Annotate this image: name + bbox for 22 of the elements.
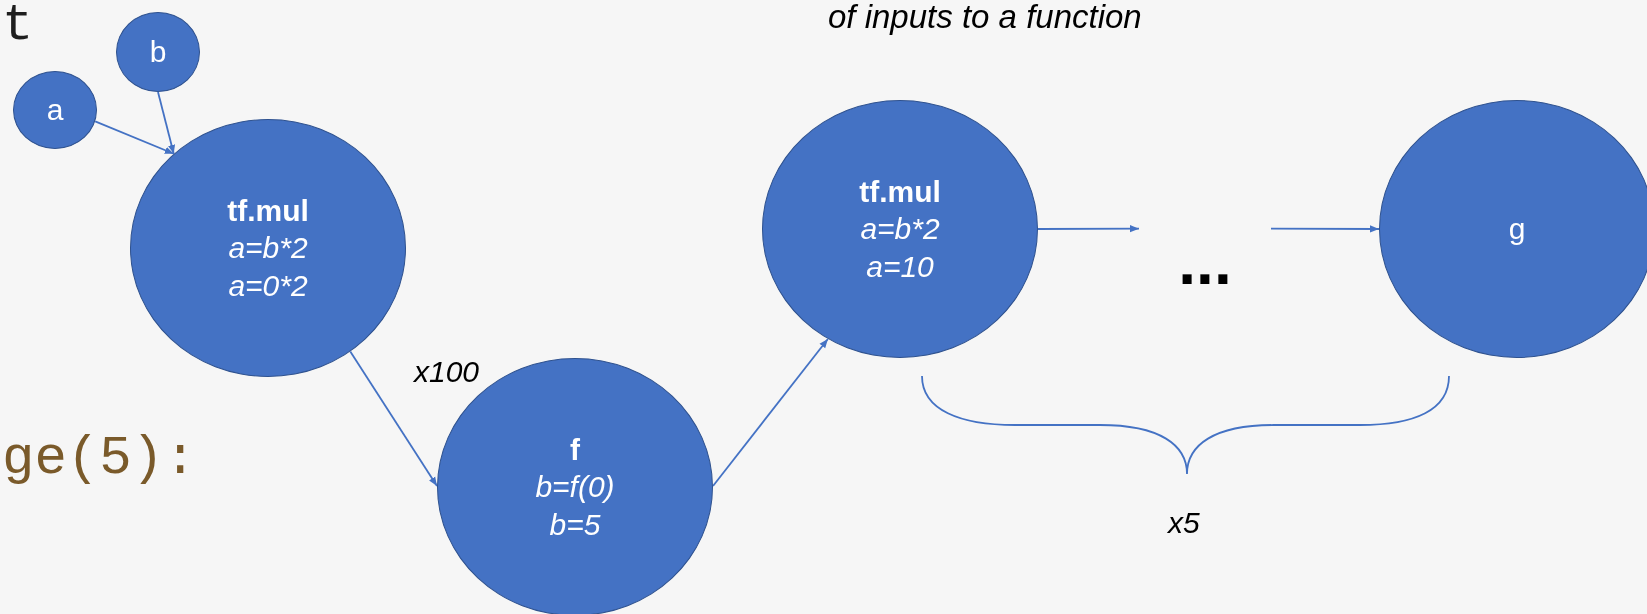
arrow (1037, 225, 1140, 233)
node-formula: a=10 (866, 248, 934, 285)
arrow (712, 338, 829, 487)
repeat-label: x5 (1168, 506, 1200, 540)
node-formula: b=f(0) (535, 469, 615, 506)
node-title: tf.mul (227, 192, 309, 229)
node-label: a (46, 92, 64, 129)
arrow (94, 120, 175, 155)
node-formula: b=5 (549, 506, 601, 543)
code-text: ge(5): (2, 428, 197, 489)
node-formula: a=0*2 (228, 267, 308, 304)
node-label: g (1508, 211, 1526, 248)
node-label: b (149, 34, 167, 71)
ellipsis-text: ... (1178, 234, 1232, 292)
node-title: f (570, 431, 580, 468)
heading-text: of inputs to a function (828, 0, 1142, 36)
arrow (349, 350, 438, 487)
node-formula: a=b*2 (860, 211, 940, 248)
node-formula: a=b*2 (228, 230, 308, 267)
code-text: t (2, 0, 34, 55)
arrow (1270, 225, 1380, 233)
node-title: tf.mul (859, 173, 941, 210)
